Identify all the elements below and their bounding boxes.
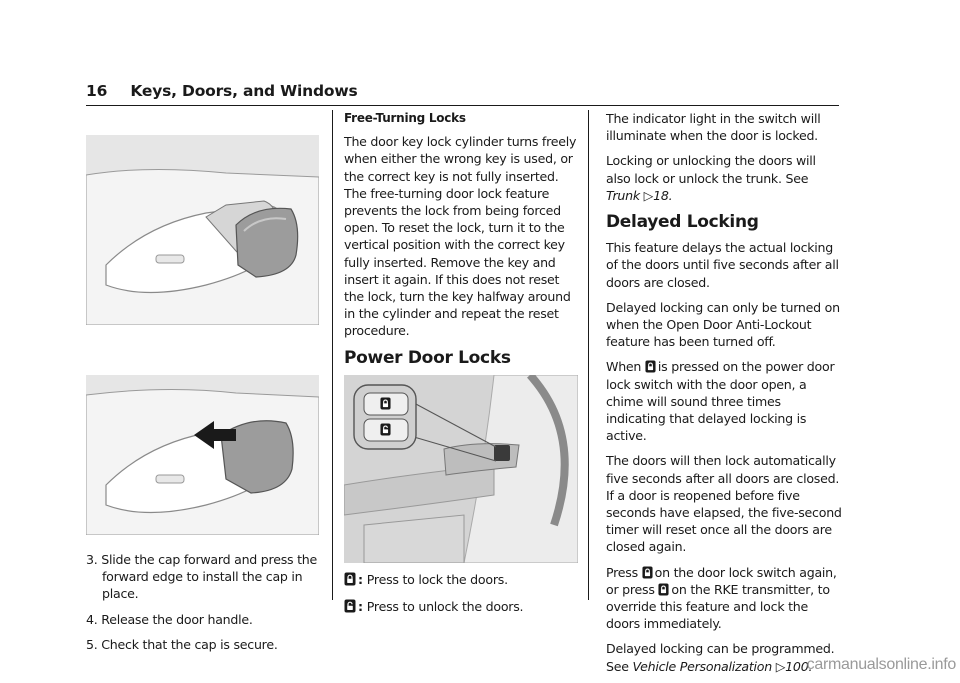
delayed-locking-heading: Delayed Locking [606, 212, 759, 233]
column-1: 3. Slide the cap forward and press the f… [86, 110, 320, 661]
lock-button-description: :Press to lock the doors. [344, 571, 580, 588]
programming-text: Delayed locking can be programmed. See [606, 641, 835, 674]
unlock-colon: : [358, 599, 363, 615]
lock-colon: : [358, 571, 363, 587]
override-text-a: Press [606, 564, 642, 580]
page-number: 16 [86, 82, 108, 100]
watermark: carmanualsonline.info [806, 656, 957, 673]
page-header: 16 Keys, Doors, and Windows [86, 82, 358, 100]
anti-lockout-paragraph: Delayed locking can only be turned on wh… [606, 299, 840, 350]
power-door-lock-illustration [344, 374, 578, 563]
override-text-d: on the RKE transmitter, to override this… [606, 581, 830, 632]
header-rule [86, 105, 839, 106]
free-turning-locks-subheading: Free-Turning Locks [344, 111, 466, 125]
auto-lock-paragraph: The doors will then lock automatically f… [606, 453, 842, 555]
personalization-page-ref: 100. [785, 658, 813, 674]
chime-paragraph: When is pressed on the power door lock s… [606, 358, 842, 444]
free-turning-paragraph: The door key lock cylinder turns freely … [344, 134, 577, 339]
step-4: 4. Release the door handle. [86, 611, 253, 627]
vehicle-personalization-link[interactable]: Vehicle Personalization [632, 658, 773, 674]
lock-icon [658, 583, 669, 596]
chime-paragraph-pre: When [606, 359, 645, 375]
column-divider-2 [588, 110, 589, 600]
column-2: Free-Turning Locks The door key lock cyl… [344, 110, 580, 625]
override-text-b: on the door lock switch again, [654, 564, 837, 580]
lock-icon [645, 360, 656, 373]
override-paragraph: Press on the door lock switch again,or p… [606, 564, 842, 633]
unlock-description-text: Press to unlock the doors. [366, 599, 524, 615]
step-5: 5. Check that the cap is secure. [86, 636, 278, 652]
unlock-icon [344, 599, 356, 613]
indicator-light-paragraph: The indicator light in the switch will i… [606, 111, 821, 144]
chime-paragraph-post: is pressed on the power door lock switch… [606, 359, 835, 444]
step-3: 3. Slide the cap forward and press the f… [86, 552, 317, 602]
power-door-locks-heading: Power Door Locks [344, 347, 511, 368]
chapter-title: Keys, Doors, and Windows [130, 82, 358, 100]
lock-description-text: Press to lock the doors. [366, 571, 508, 587]
delayed-locking-intro: This feature delays the actual locking o… [606, 240, 839, 290]
trunk-paragraph-text: Locking or unlocking the doors will also… [606, 153, 816, 186]
trunk-link[interactable]: Trunk [606, 187, 640, 203]
door-handle-illustration-2 [86, 375, 319, 535]
door-handle-illustration-1 [86, 135, 319, 325]
triangle-ref-icon: ▷ [643, 187, 654, 203]
trunk-page-ref: 18. [653, 187, 673, 203]
triangle-ref-icon: ▷ [775, 658, 786, 674]
trunk-paragraph: Locking or unlocking the doors will also… [606, 152, 842, 204]
unlock-button-description: :Press to unlock the doors. [344, 598, 580, 615]
programming-paragraph: Delayed locking can be programmed. See V… [606, 640, 842, 674]
lock-icon [642, 566, 653, 579]
column-divider-1 [332, 110, 333, 600]
column-3: The indicator light in the switch will i… [606, 110, 842, 683]
lock-icon [344, 572, 356, 586]
override-text-c: or press [606, 581, 659, 597]
